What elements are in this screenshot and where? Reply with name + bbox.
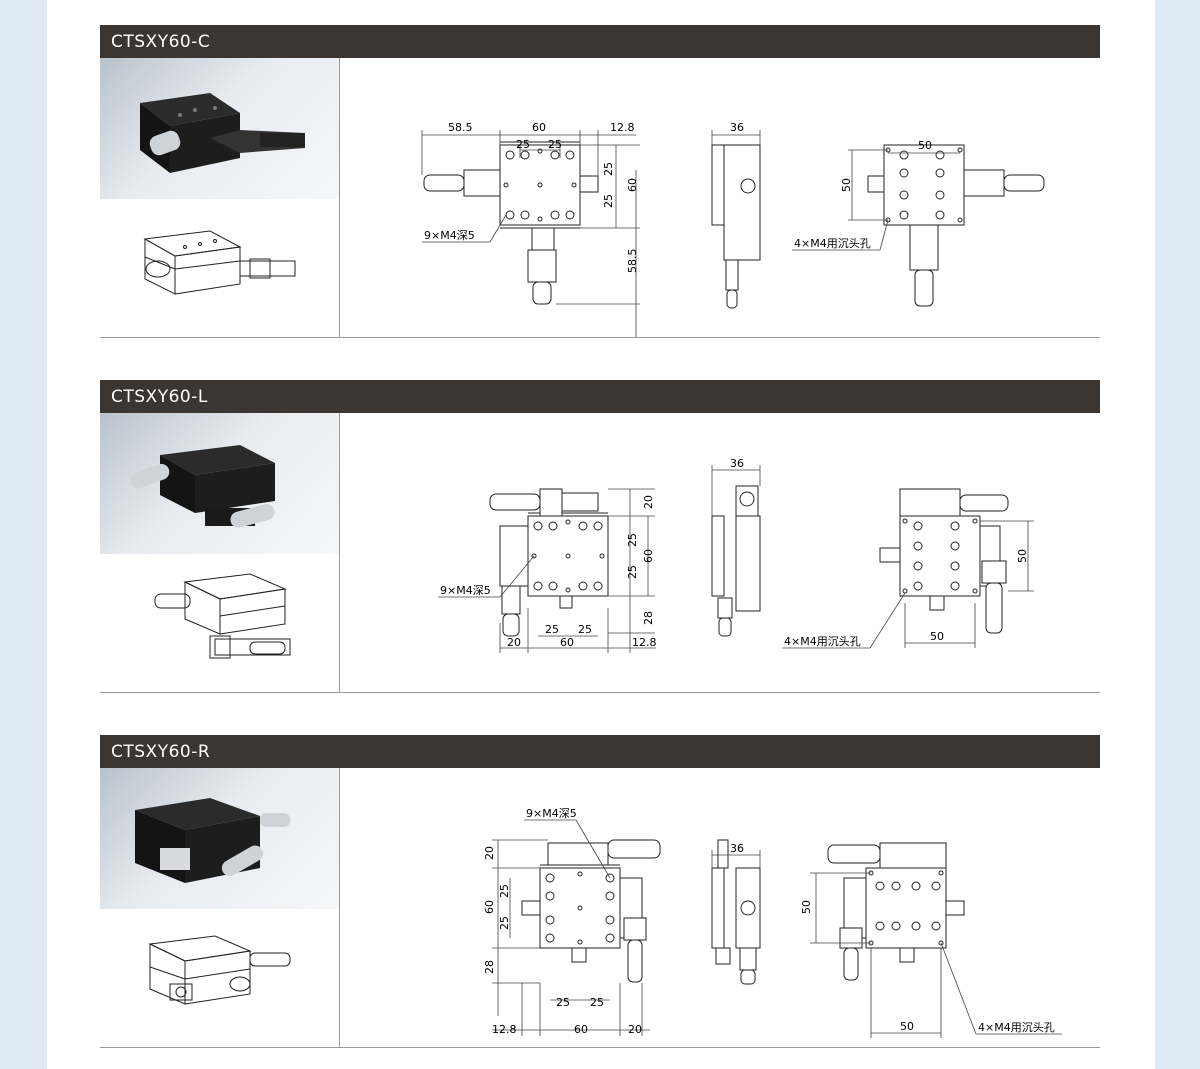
model-title: CTSXY60-C	[111, 32, 211, 52]
left-side-panel	[0, 0, 47, 1069]
dim-mount-h: 50	[930, 630, 944, 643]
product-photo	[100, 413, 339, 554]
product-line-drawing	[100, 199, 339, 338]
dim-mount-v: 50	[840, 178, 853, 192]
dim-right-overhang: 12.8	[632, 636, 657, 649]
product-photo	[100, 58, 339, 199]
dim-top-overhang: 20	[483, 846, 496, 860]
dim-hole-pitch-2: 25	[548, 138, 562, 151]
dim-mount-v: 50	[800, 900, 813, 914]
dim-right-overhang: 20	[628, 1023, 642, 1036]
product-line-drawing	[100, 554, 339, 693]
dim-hole-pitch-2: 25	[590, 996, 604, 1009]
top-view: 58.5 60 12.8 25 25 25 25 60 58.5 9×M4深5	[421, 121, 640, 338]
dim-right-overhang: 12.8	[610, 121, 635, 134]
side-view: 36	[711, 121, 761, 309]
side-view: 36	[711, 457, 761, 637]
dim-left-overhang: 12.8	[492, 1023, 517, 1036]
section-bottom-rule	[100, 1047, 1100, 1048]
section-bottom-rule	[100, 337, 1100, 338]
dim-vpitch-1: 25	[626, 533, 639, 547]
model-title: CTSXY60-R	[111, 742, 211, 762]
dim-bottom-overhang: 28	[642, 611, 655, 625]
dimension-drawings: 58.5 60 12.8 25 25 25 25 60 58.5 9×M4深5	[421, 121, 1045, 338]
dim-vpitch-2: 25	[498, 916, 511, 930]
right-side-panel	[1155, 0, 1200, 1069]
dim-vpitch-2: 25	[626, 565, 639, 579]
model-title: CTSXY60-L	[111, 387, 208, 407]
section-title-bar: CTSXY60-C	[100, 25, 1100, 58]
product-section-r: CTSXY60-R	[100, 735, 1100, 1050]
dim-thickness: 36	[730, 842, 744, 855]
dim-thickness: 36	[730, 457, 744, 470]
side-view: 36	[711, 839, 761, 985]
dim-hole-pitch-1: 25	[516, 138, 530, 151]
top-view: 20 25 25 60 28 25 25 20 60 12.8 9×M4深5	[438, 488, 657, 653]
dim-vpitch-2: 25	[602, 194, 615, 208]
dim-mount-h: 50	[918, 139, 932, 152]
dim-hole-pitch-2: 25	[578, 623, 592, 636]
technical-drawing: 58.5 60 12.8 25 25 25 25 60 58.5 9×M4深5	[340, 58, 1100, 338]
section-title-bar: CTSXY60-R	[100, 735, 1100, 768]
dim-hole-pitch-1: 25	[545, 623, 559, 636]
bottom-view: 50 50 4×M4用沉头孔	[800, 842, 1062, 1038]
column-separator	[339, 768, 340, 1048]
product-section-c: CTSXY60-C	[100, 25, 1100, 340]
dim-height: 60	[626, 178, 639, 192]
mount-note: 4×M4用沉头孔	[794, 237, 871, 250]
dim-mount-v: 50	[1016, 549, 1029, 563]
dim-width: 60	[574, 1023, 588, 1036]
technical-drawing: 20 25 25 60 28 25 25 12.8 60 20 9×M4深5	[340, 768, 1100, 1047]
section-bottom-rule	[100, 692, 1100, 693]
technical-drawing: 20 25 25 60 28 25 25 20 60 12.8 9×M4深5	[340, 413, 1100, 692]
dimension-drawings: 20 25 25 60 28 25 25 20 60 12.8 9×M4深5	[438, 457, 1034, 653]
dim-height: 60	[642, 549, 655, 563]
top-view: 20 25 25 60 28 25 25 12.8 60 20 9×M4深5	[483, 807, 661, 1036]
dim-bottom-overhang: 58.5	[626, 249, 639, 274]
bottom-view: 50 50 4×M4用沉头孔	[792, 139, 1045, 307]
hole-note: 9×M4深5	[440, 584, 491, 597]
hole-note: 9×M4深5	[526, 807, 577, 820]
dim-vpitch-1: 25	[602, 162, 615, 176]
dim-mount-h: 50	[900, 1020, 914, 1033]
dim-left-overhang: 58.5	[448, 121, 473, 134]
dim-height: 60	[483, 900, 496, 914]
dim-width: 60	[560, 636, 574, 649]
hole-note: 9×M4深5	[424, 229, 475, 242]
bottom-view: 50 50 4×M4用沉头孔	[782, 488, 1034, 649]
mount-note: 4×M4用沉头孔	[978, 1021, 1055, 1034]
dim-hole-pitch-1: 25	[556, 996, 570, 1009]
mount-note: 4×M4用沉头孔	[784, 635, 861, 648]
dim-top-overhang: 20	[642, 495, 655, 509]
product-line-drawing	[100, 909, 339, 1048]
dim-thickness: 36	[730, 121, 744, 134]
dim-left-overhang: 20	[507, 636, 521, 649]
dim-vpitch-1: 25	[498, 884, 511, 898]
dim-width: 60	[532, 121, 546, 134]
column-separator	[339, 58, 340, 338]
dimension-drawings: 20 25 25 60 28 25 25 12.8 60 20 9×M4深5	[483, 807, 1062, 1038]
column-separator	[339, 413, 340, 693]
section-title-bar: CTSXY60-L	[100, 380, 1100, 413]
product-section-l: CTSXY60-L	[100, 380, 1100, 695]
dim-bottom-overhang: 28	[483, 960, 496, 974]
product-photo	[100, 768, 339, 909]
